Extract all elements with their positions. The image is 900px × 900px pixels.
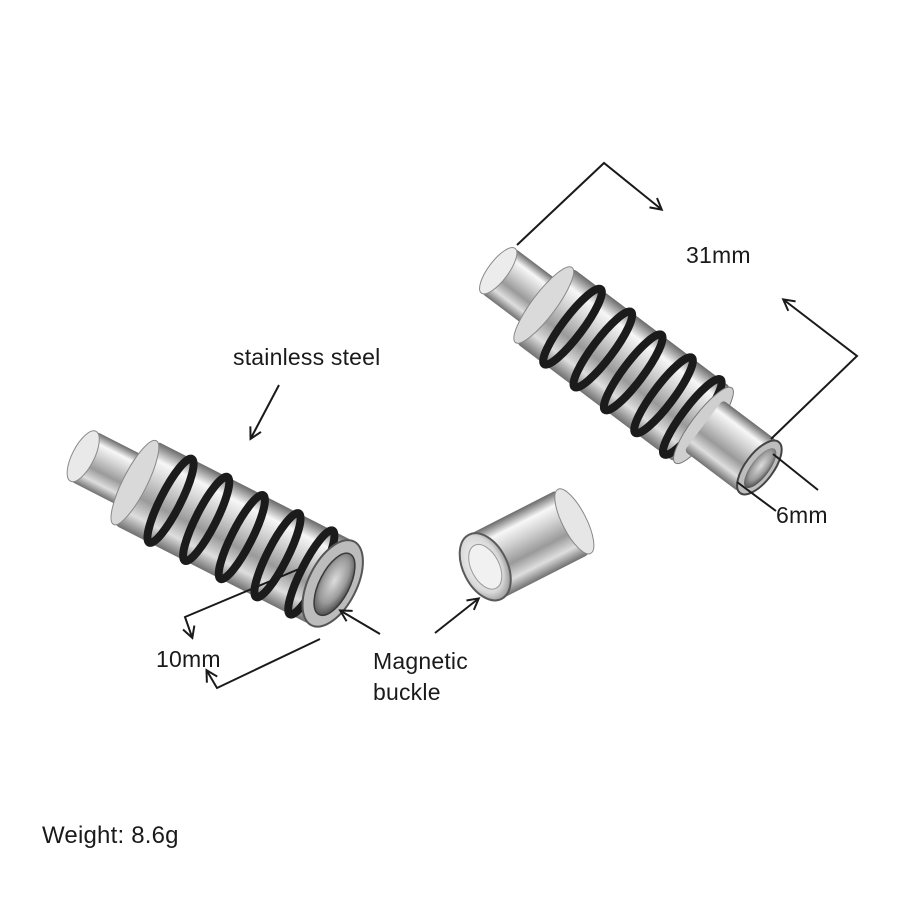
magnetic-buckle-label-line2: buckle	[373, 679, 441, 705]
inner-diameter-tick-1	[772, 453, 819, 491]
material-label: stainless steel	[233, 344, 381, 370]
magnet-arrow-right	[434, 599, 478, 634]
right-clasp	[479, 247, 783, 496]
length-label: 31mm	[686, 242, 751, 268]
magnetic-buckle-label: Magnetic buckle	[373, 646, 468, 708]
material-arrow	[251, 384, 280, 438]
outer-diameter-label: 10mm	[156, 646, 221, 672]
left-clasp-tube-end	[66, 430, 100, 483]
magnetic-buckle-label-line1: Magnetic	[373, 648, 468, 674]
outer-diameter-bracket-bottom	[207, 638, 321, 690]
magnet-top	[554, 488, 595, 555]
length-bracket-bottom	[770, 300, 859, 440]
magnet-insert	[458, 488, 595, 602]
inner-diameter-label: 6mm	[776, 502, 828, 528]
outer-diameter-bracket-top	[185, 568, 300, 637]
magnet-arrow-left	[341, 611, 381, 635]
inner-diameter-tick-2	[736, 481, 777, 512]
length-bracket-top	[516, 161, 661, 246]
left-clasp	[66, 430, 364, 628]
weight-label: Weight: 8.6g	[42, 822, 179, 849]
annotation-lines	[185, 161, 859, 690]
